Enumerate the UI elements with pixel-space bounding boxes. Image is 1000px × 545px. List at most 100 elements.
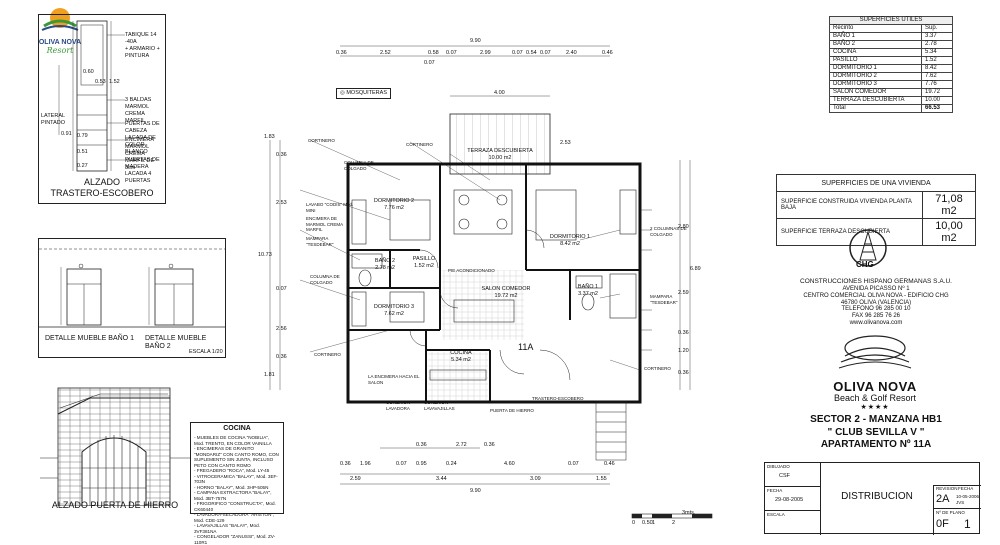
elev-note-3: LATERAL PINTADO: [41, 113, 75, 127]
room-name: BAÑO 1: [577, 284, 599, 290]
elev-note: CREMA MARFIL: [125, 110, 146, 124]
scale-tick: 0.50: [642, 520, 653, 526]
area-value: 3.37: [921, 32, 953, 41]
dim-left: 1.81: [264, 372, 275, 378]
room-area: 7.76 m2: [384, 204, 404, 211]
dim-right: 6.89: [690, 266, 701, 272]
revision-fecha: 10-05-2006: [956, 494, 980, 499]
annotation: CONEXION LAVAVAJILLAS: [424, 400, 455, 411]
elev-dim: 0.79: [77, 133, 88, 139]
area-name: PASILLO: [829, 56, 922, 65]
vivienda-row-label: SUPERFICIE TERRAZA DESCUBIERTA: [776, 218, 923, 246]
room-name: DORMITORIO 2: [373, 198, 415, 204]
dim-top: 2.99: [480, 50, 491, 56]
dim-left: 1.83: [264, 134, 275, 140]
annotation: 2 COLUMNAS DE COLGADO: [650, 226, 687, 237]
elev-note-1: TABIQUE 14 -40A + ARMARIO + PINTURA: [125, 32, 165, 60]
dim-bottom: 0.36: [340, 461, 351, 467]
area-value: 19.72: [921, 88, 953, 97]
dim-right: 1.20: [678, 348, 689, 354]
dim-top: 0.07: [424, 60, 435, 66]
dim-top: 0.07: [512, 50, 523, 56]
elevation-drawing: [58, 20, 125, 172]
room-area: 7.62 m2: [384, 310, 404, 317]
kitchen-item: - HORNO "BALAY", Mod. 3HP-505N: [194, 484, 269, 490]
dim-left: 10.73: [258, 252, 272, 258]
kitchen-item: - VITROCERAMICA "BALAY", Mod. 3EF-703N: [194, 473, 278, 485]
room-name: SALON COMEDOR: [481, 286, 531, 292]
elev-dim: 1.52: [109, 79, 120, 85]
room-bano-1: BAÑO 1 3.37 m2: [570, 284, 606, 298]
annotation: MAMPARA "TESDEBAR": [650, 294, 678, 305]
room-area: 8.42 m2: [560, 240, 580, 247]
fecha-cell: FECHA 29-08-2005: [765, 487, 821, 511]
area-value: 1.52: [921, 56, 953, 65]
area-total-value: 66.53: [921, 104, 953, 113]
company-info: CONSTRUCCIONES HISPANO GERMANAS S.A.U. A…: [776, 278, 976, 327]
revision-label: REVISION: [936, 486, 958, 491]
dibujado-label: DIBUJADO: [767, 464, 790, 469]
company-line: TELEFONO 96 285 00 10: [841, 306, 911, 313]
kitchen-item: - ENCIMERAS DE GRANITO "MONDARIZ" CON CA…: [194, 446, 279, 468]
annotation: PIE ACONDICIONADO: [448, 268, 495, 273]
dim-bottom: 0.36: [484, 442, 495, 448]
project-title: SECTOR 2 - MANZANA HB1 " CLUB SEVILLA V …: [796, 414, 956, 452]
kitchen-item: - FREGADERO "ROCA", Mod. LY-45: [194, 468, 270, 474]
area-value: 8.42: [921, 64, 953, 73]
project-line-3: APARTAMENTO Nº 11A: [820, 439, 932, 450]
area-name: DORMITORIO 1: [829, 64, 922, 73]
dim-bottom: 3.44: [436, 476, 447, 482]
dim-right: 0.36: [678, 370, 689, 376]
escala-cell: ESCALA: [765, 511, 821, 535]
area-name: COCINA: [829, 48, 922, 57]
annotation: TRASTERO-ESCOBERO: [532, 396, 584, 401]
room-salon-comedor: SALON COMEDOR 19.72 m2: [466, 286, 546, 300]
elev-note: LACADA 4 PUERTAS: [125, 170, 152, 184]
area-name: DORMITORIO 2: [829, 72, 922, 81]
resort-stars: ★★★★: [860, 404, 890, 411]
chg-logo: [846, 226, 890, 272]
dim-left: 0.36: [276, 354, 287, 360]
room-name: PASILLO: [412, 256, 436, 262]
room-name: DORMITORIO 1: [549, 234, 591, 240]
annotation: CORTINERO: [314, 352, 341, 357]
resort-logo: OLIVA NOVA Beach & Golf Resort ★★★★: [820, 330, 930, 411]
area-total-label: Total: [829, 104, 922, 113]
room-terraza: TERRAZA DESCUBIERTA 10.00 m2: [450, 148, 550, 162]
elevation-title-line2: TRASTERO-ESCOBERO: [50, 187, 154, 198]
dim-bottom: 0.07: [396, 461, 407, 467]
mosquiteras-label: MOSQUITERAS: [346, 90, 387, 96]
annotation: COLUMNA DE COLGADO: [344, 160, 374, 171]
company-line: CENTRO COMERCIAL OLIVA NOVA - EDIFICIO C…: [803, 292, 949, 299]
area-value: 2.78: [921, 40, 953, 49]
dim-top: 0.36: [336, 50, 347, 56]
dim-top: 0.46: [602, 50, 613, 56]
resort-sub: Beach & Golf Resort: [833, 393, 917, 403]
bath-scale: ESCALA 1/20: [189, 349, 223, 355]
dim-bottom: 2.72: [456, 442, 467, 448]
dibujado-value: CSF: [779, 473, 790, 479]
revision-by: JVS: [956, 500, 965, 505]
mosquiteras-legend: ◎ MOSQUITERAS: [336, 88, 391, 99]
gate-label: ALZADO PUERTA DE HIERRO: [51, 500, 179, 510]
dim-left: 0.36: [276, 152, 287, 158]
annotation: MAMPARA "TESDEBAR": [306, 236, 334, 247]
vivienda-row-value: 10,00 m2: [921, 218, 977, 246]
kitchen-item: - CAMPANA EXTRACTORA "BALAY", Mod. 3BT-7…: [194, 490, 272, 501]
annotation: CORTINERO: [406, 142, 433, 147]
area-value: 5.34: [921, 48, 953, 57]
area-name: SALON COMEDOR: [829, 88, 922, 97]
dim-bottom: 4.60: [504, 461, 515, 467]
room-area: 5.34 m2: [451, 356, 471, 363]
gate-drawing: [40, 387, 190, 507]
dim-bottom: 3.09: [530, 476, 541, 482]
room-area: 2.78 m2: [375, 264, 395, 271]
dim-left: 2.53: [276, 200, 287, 206]
dibujado-cell: DIBUJADO CSF: [765, 463, 821, 487]
resort-wave-icon: [838, 335, 912, 369]
